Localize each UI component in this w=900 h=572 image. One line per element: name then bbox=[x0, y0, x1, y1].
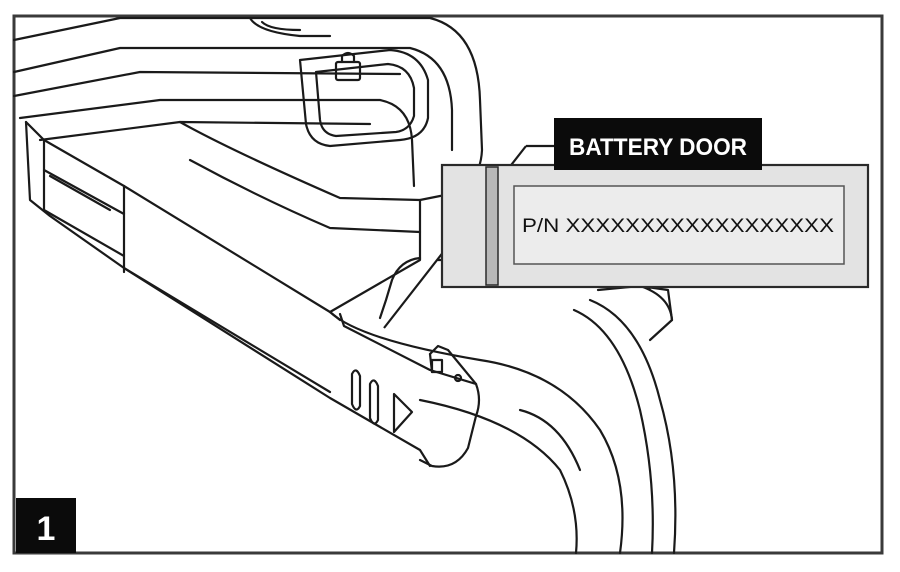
step-number: 1 bbox=[37, 510, 56, 548]
part-number-inset: P/N XXXXXXXXXXXXXXXXXX bbox=[440, 163, 870, 289]
lock-icon bbox=[334, 60, 362, 82]
part-number-text: P/N XXXXXXXXXXXXXXXXXX bbox=[522, 216, 834, 237]
battery-door-callout: BATTERY DOOR bbox=[554, 118, 762, 170]
arrow-icon bbox=[392, 392, 414, 434]
step-number-badge: 1 bbox=[16, 498, 76, 553]
battery-door-label: BATTERY DOOR bbox=[569, 134, 747, 161]
